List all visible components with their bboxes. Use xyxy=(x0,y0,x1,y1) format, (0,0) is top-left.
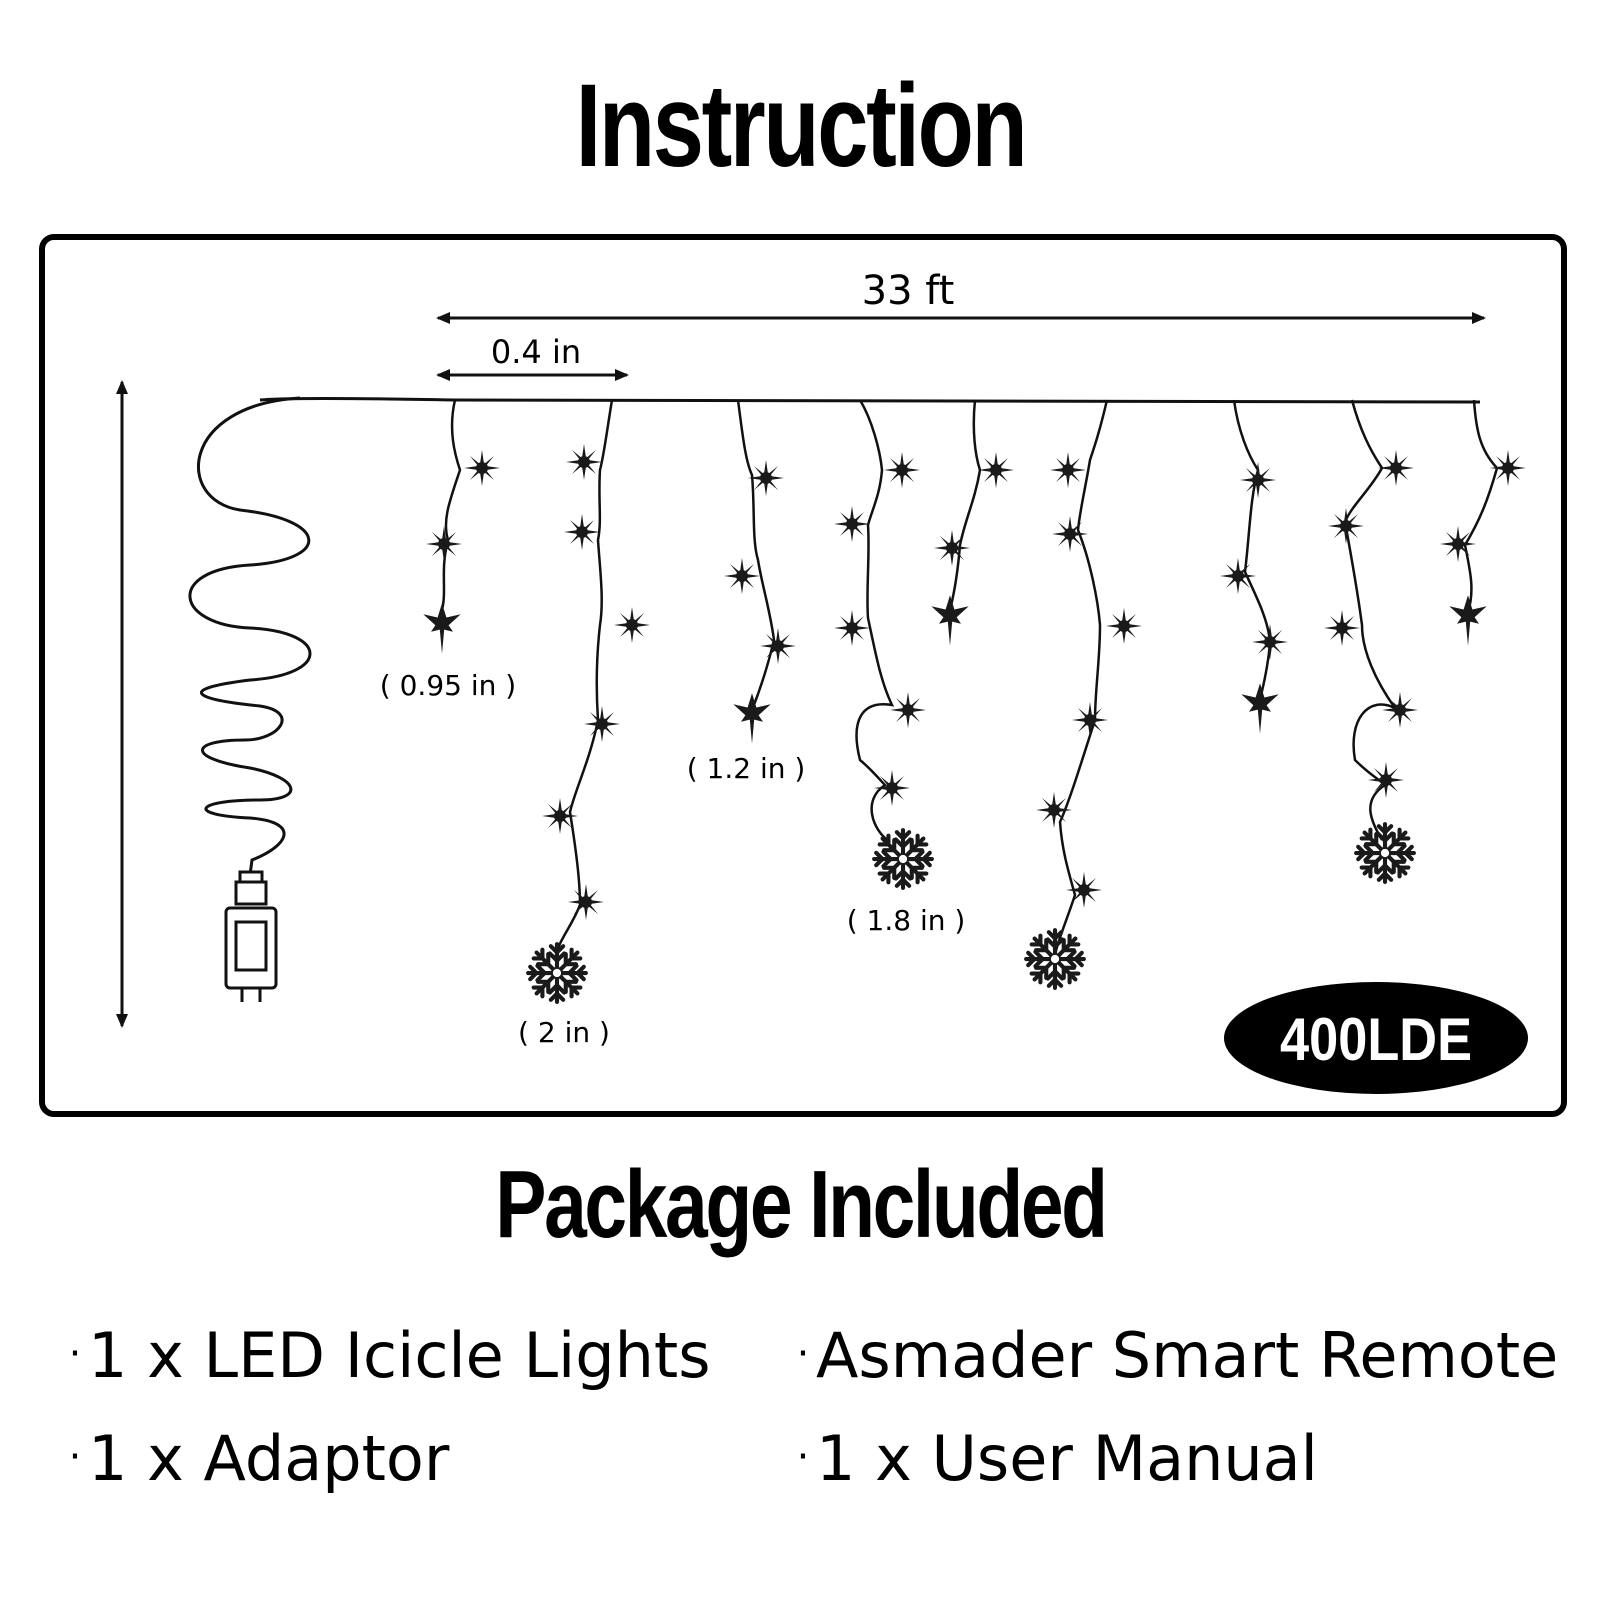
power-adapter-icon xyxy=(224,870,278,1002)
size-label-star-large: ( 1.2 in ) xyxy=(687,752,806,785)
package-item-label: 1 x Adaptor xyxy=(88,1422,450,1495)
bullet-icon: · xyxy=(796,1433,810,1480)
size-label-snowflake-medium: ( 1.8 in ) xyxy=(847,904,966,937)
main-wire xyxy=(259,397,456,402)
package-item: ·Asmader Smart Remote xyxy=(790,1325,1559,1387)
bullet-icon: · xyxy=(68,1433,82,1480)
instruction-title: Instruction xyxy=(575,60,1028,192)
star-icon xyxy=(423,603,461,654)
spacing-label: 0.4 in xyxy=(491,333,581,371)
length-label: 33 ft xyxy=(862,268,955,314)
star-icon xyxy=(931,595,969,646)
snowflake-icon xyxy=(874,830,932,888)
bullet-icon: · xyxy=(68,1330,82,1377)
snowflake-icon xyxy=(1356,824,1414,882)
top-wire xyxy=(454,398,1481,404)
icicle-strands xyxy=(440,399,1499,961)
diagram-frame xyxy=(39,234,1567,1117)
star-icon xyxy=(733,693,771,744)
package-item-label: 1 x LED Icicle Lights xyxy=(88,1319,711,1392)
size-label-star-small: ( 0.95 in ) xyxy=(380,669,516,702)
lead-wire-coil xyxy=(188,396,312,876)
size-label-snowflake-large: ( 2 in ) xyxy=(518,1016,610,1049)
snowflake-icon xyxy=(528,944,586,1002)
star-icon xyxy=(1449,595,1487,646)
package-item: ·1 x LED Icicle Lights xyxy=(62,1325,711,1387)
model-badge-label: 400LDE xyxy=(1280,1006,1472,1073)
pendant-ornaments xyxy=(423,595,1487,1002)
star-icon xyxy=(1241,683,1279,734)
package-item: ·1 x User Manual xyxy=(790,1428,1318,1490)
package-title: Package Included xyxy=(495,1151,1108,1258)
package-item: ·1 x Adaptor xyxy=(62,1428,450,1490)
bullet-icon: · xyxy=(796,1330,810,1377)
package-item-label: 1 x User Manual xyxy=(816,1422,1318,1495)
model-badge xyxy=(1224,982,1528,1094)
package-item-label: Asmader Smart Remote xyxy=(816,1319,1559,1392)
snowflake-icon xyxy=(1026,930,1084,988)
